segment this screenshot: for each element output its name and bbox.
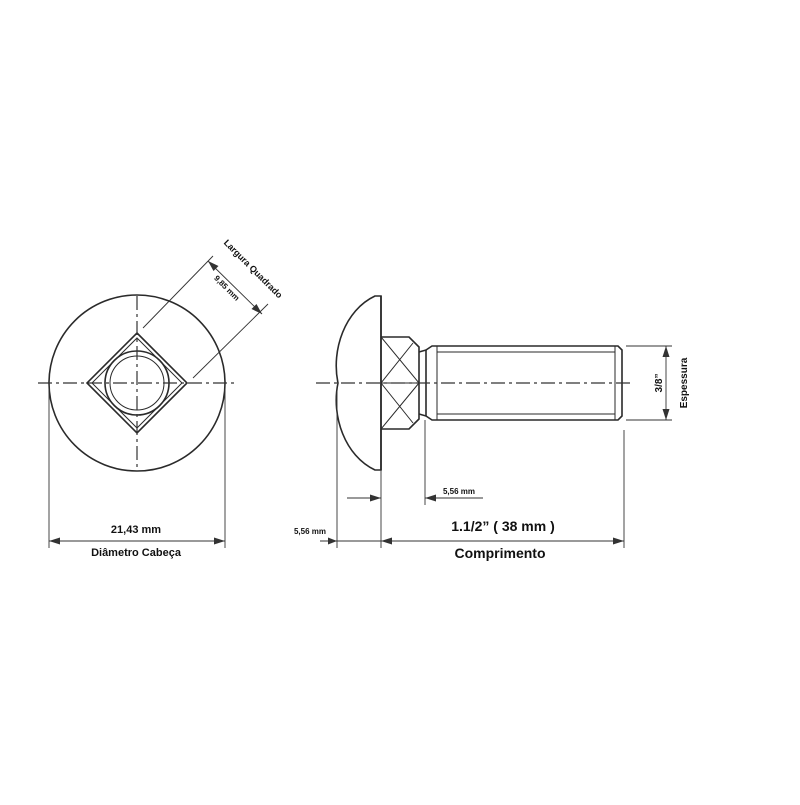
neck-cross-lower (380, 382, 420, 430)
head-height-value: 5,56 mm (294, 527, 326, 536)
head-diameter-value: 21,43 mm (111, 524, 161, 536)
diameter-arrow-right (214, 537, 225, 545)
diameter-arrow-left (49, 537, 60, 545)
square-extension-upper (142, 255, 214, 329)
square-width-value: 9,85 mm (212, 274, 241, 303)
thread-label: Espessura (679, 357, 690, 408)
length-value: 1.1/2” ( 38 mm ) (451, 518, 555, 534)
dome-head (335, 295, 382, 471)
head-diameter-label: Diâmetro Cabeça (91, 547, 182, 559)
square-arrow-lower (251, 304, 262, 314)
thread-arrow-bottom (662, 409, 670, 420)
neck-cross-upper (380, 336, 420, 384)
length-arrow-left (381, 537, 392, 545)
square-arrow-upper (208, 261, 219, 271)
length-label: Comprimento (455, 545, 546, 561)
side-view: 5,56 mm 5,56 mm 1.1/2” ( 38 mm ) Comprim… (294, 295, 690, 561)
length-arrow-right (613, 537, 624, 545)
neck-length-value: 5,56 mm (443, 487, 475, 496)
thread-value: 3/8” (654, 374, 665, 393)
neck-length-arrow-right (425, 494, 436, 502)
neck-length-arrow-left (370, 494, 381, 502)
square-extension-lower (192, 303, 269, 379)
square-dimension-line (207, 260, 263, 315)
thread-arrow-top (662, 346, 670, 357)
front-view: 21,43 mm Diâmetro Cabeça 9,85 mm Largura… (38, 238, 285, 559)
